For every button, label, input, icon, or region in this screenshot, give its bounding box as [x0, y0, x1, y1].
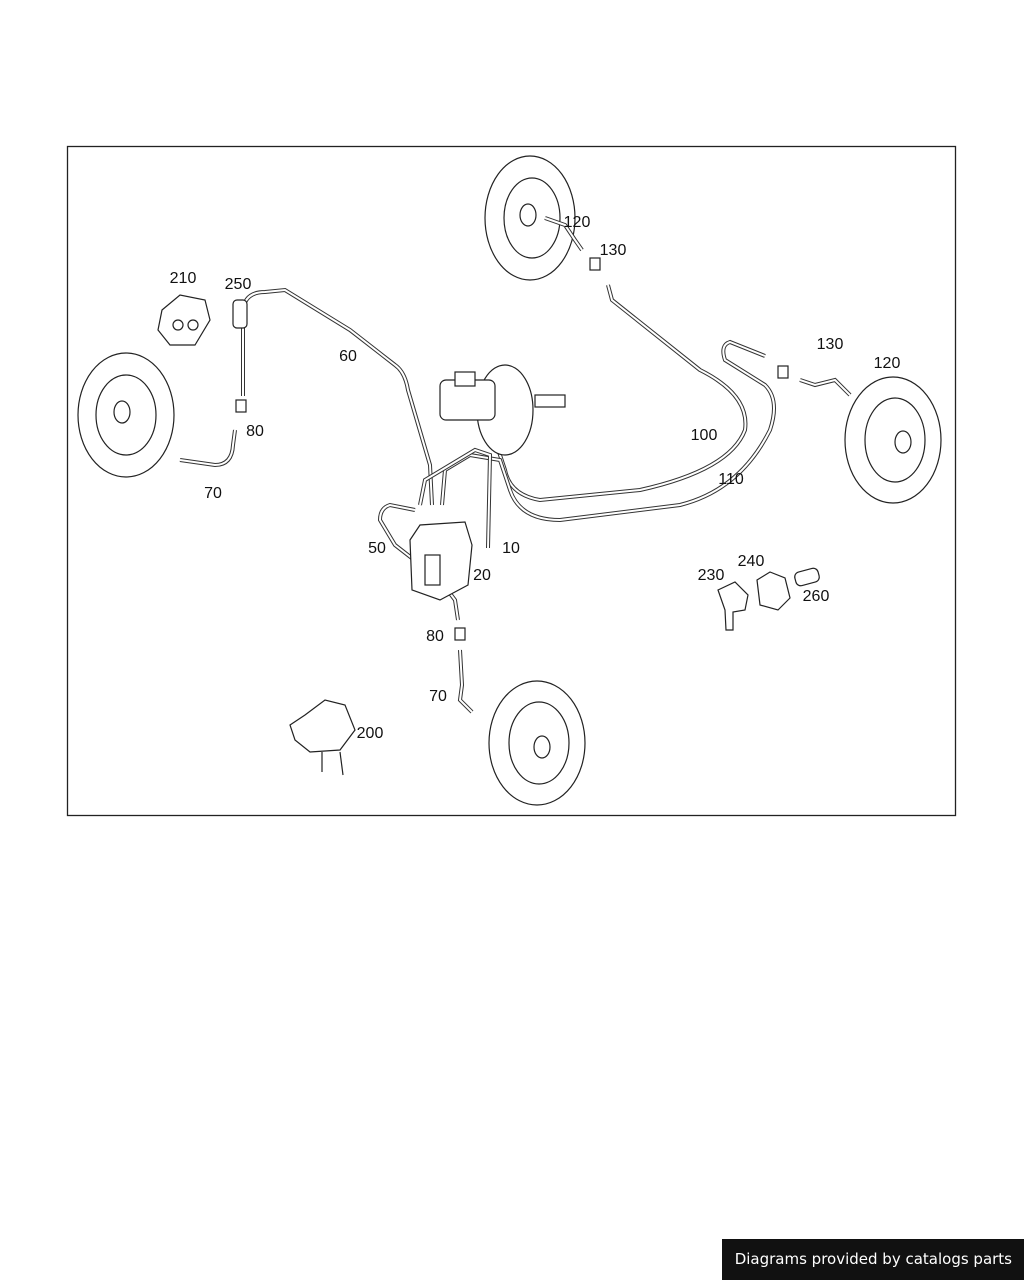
diagram-frame: [66, 145, 957, 817]
callout-130[interactable]: 130: [600, 242, 627, 259]
callout-20[interactable]: 20: [473, 567, 491, 584]
callout-240[interactable]: 240: [738, 553, 765, 570]
abs-hydraulic-unit[interactable]: [409, 521, 473, 601]
callout-100[interactable]: 100: [691, 427, 718, 444]
part-260-bushing[interactable]: [794, 567, 821, 587]
callout-260[interactable]: 260: [803, 588, 830, 605]
part-240-bracket[interactable]: [756, 571, 791, 611]
callout-200[interactable]: 200: [357, 725, 384, 742]
callout-210[interactable]: 210: [170, 270, 197, 287]
callout-labels: 210 250 60 80 70 120 130 130 120 100 110…: [170, 214, 901, 742]
callout-80[interactable]: 80: [426, 628, 444, 645]
callout-110[interactable]: 110: [718, 471, 744, 488]
brake-disc-rear-right[interactable]: [844, 376, 942, 504]
callout-130[interactable]: 130: [817, 336, 844, 353]
brake-disc-front-left[interactable]: [77, 352, 175, 478]
callout-60[interactable]: 60: [339, 348, 357, 365]
callout-120[interactable]: 120: [874, 355, 901, 372]
part-200-sensor-bracket[interactable]: [289, 699, 356, 776]
part-230-sensor[interactable]: [717, 581, 749, 631]
callout-50[interactable]: 50: [368, 540, 386, 557]
clips[interactable]: [235, 257, 789, 641]
part-250-sleeve[interactable]: [232, 299, 248, 329]
attribution-footer: Diagrams provided by catalogs parts: [721, 1239, 1024, 1280]
callout-120[interactable]: 120: [564, 214, 591, 231]
part-210-caliper-bracket[interactable]: [157, 294, 211, 346]
callout-70[interactable]: 70: [429, 688, 447, 705]
callout-230[interactable]: 230: [698, 567, 725, 584]
brake-booster-master-cylinder[interactable]: [439, 364, 566, 456]
callout-80[interactable]: 80: [246, 423, 264, 440]
callout-10[interactable]: 10: [502, 540, 520, 557]
brake-disc-rear-left[interactable]: [488, 680, 586, 806]
callout-70[interactable]: 70: [204, 485, 222, 502]
brake-lines: [179, 216, 852, 714]
brake-disc-front-right[interactable]: [484, 155, 576, 281]
callout-250[interactable]: 250: [225, 276, 252, 293]
